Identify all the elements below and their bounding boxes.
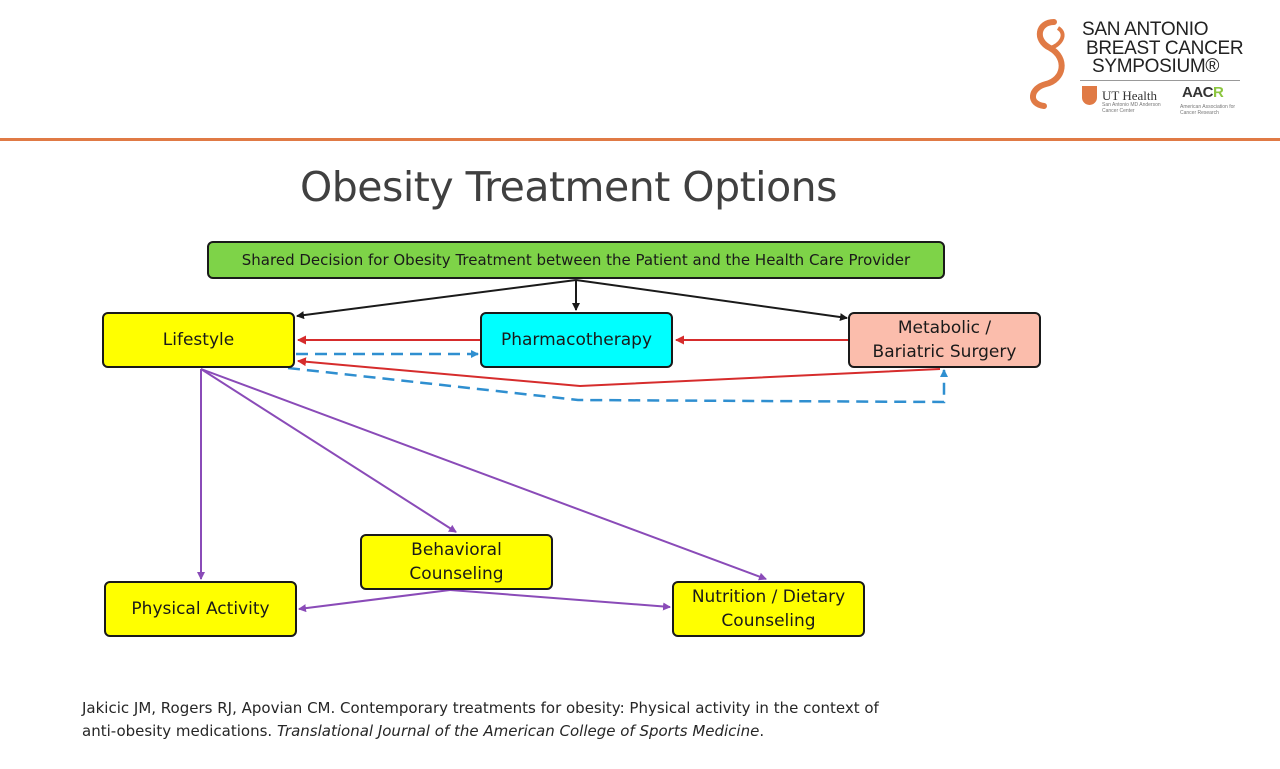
citation: Jakicic JM, Rogers RJ, Apovian CM. Conte… (82, 697, 912, 743)
ribbon-swirl-icon (1030, 19, 1065, 109)
logo-text-line2: BREAST CANCER (1086, 38, 1244, 59)
behavioral-label-line2: Counseling (409, 564, 504, 584)
arrow-lifestyle-to-nutrition (200, 368, 767, 581)
shared-decision-label: Shared Decision for Obesity Treatment be… (241, 251, 911, 269)
arrow-lifestyle-to-surgery-dashed (287, 366, 948, 404)
physical-activity-label: Physical Activity (131, 599, 270, 619)
physical-activity-box: Physical Activity (104, 581, 297, 637)
arrow-lifestyle-to-behavioral (200, 368, 457, 533)
lifestyle-box: Lifestyle (102, 312, 295, 368)
arrow-behavioral-to-physical (298, 589, 451, 613)
citation-journal: Translational Journal of the American Co… (276, 722, 760, 740)
lifestyle-label: Lifestyle (162, 330, 235, 350)
aacr-sub: American Association for Cancer Research (1180, 104, 1236, 116)
aacr-left: AAC (1182, 84, 1214, 101)
pharmacotherapy-box: Pharmacotherapy (480, 312, 673, 368)
surgery-label-line1: Metabolic / (897, 318, 992, 338)
surgery-label-line2: Bariatric Surgery (872, 342, 1017, 362)
logo-text-line3: SYMPOSIUM® (1092, 56, 1220, 77)
nutrition-label-line1: Nutrition / Dietary (691, 587, 846, 607)
citation-text: Jakicic JM, Rogers RJ, Apovian CM. Conte… (82, 699, 879, 740)
arrow-shared-to-surgery (575, 279, 848, 321)
ut-health-sub: San Antonio MD Anderson Cancer Center (1102, 102, 1161, 114)
aacr-right: R (1213, 84, 1224, 101)
citation-end: . (759, 722, 765, 740)
slide-title: Obesity Treatment Options (300, 163, 838, 211)
surgery-box: Metabolic / Bariatric Surgery (848, 312, 1041, 368)
pharmacotherapy-label: Pharmacotherapy (500, 330, 653, 350)
logo-divider (1080, 80, 1240, 81)
sabcs-logo: SAN ANTONIO BREAST CANCER SYMPOSIUM® UT … (1024, 12, 1254, 132)
arrow-behavioral-to-nutrition (449, 589, 671, 611)
nutrition-label-line2: Counseling (721, 611, 816, 631)
shared-decision-box: Shared Decision for Obesity Treatment be… (207, 241, 945, 279)
behavioral-label-line1: Behavioral (411, 540, 502, 560)
ut-health-label: UT Health (1102, 88, 1157, 103)
behavioral-counseling-box: Behavioral Counseling (360, 534, 553, 590)
ut-shield-icon (1082, 86, 1097, 105)
nutrition-counseling-box: Nutrition / Dietary Counseling (672, 581, 865, 637)
arrow-shared-to-lifestyle (296, 279, 577, 320)
arrow-surgery-to-lifestyle (297, 357, 941, 388)
logo-text-line1: SAN ANTONIO (1082, 19, 1209, 40)
header-divider (0, 138, 1280, 141)
aacr-logo: AACR (1182, 84, 1224, 101)
